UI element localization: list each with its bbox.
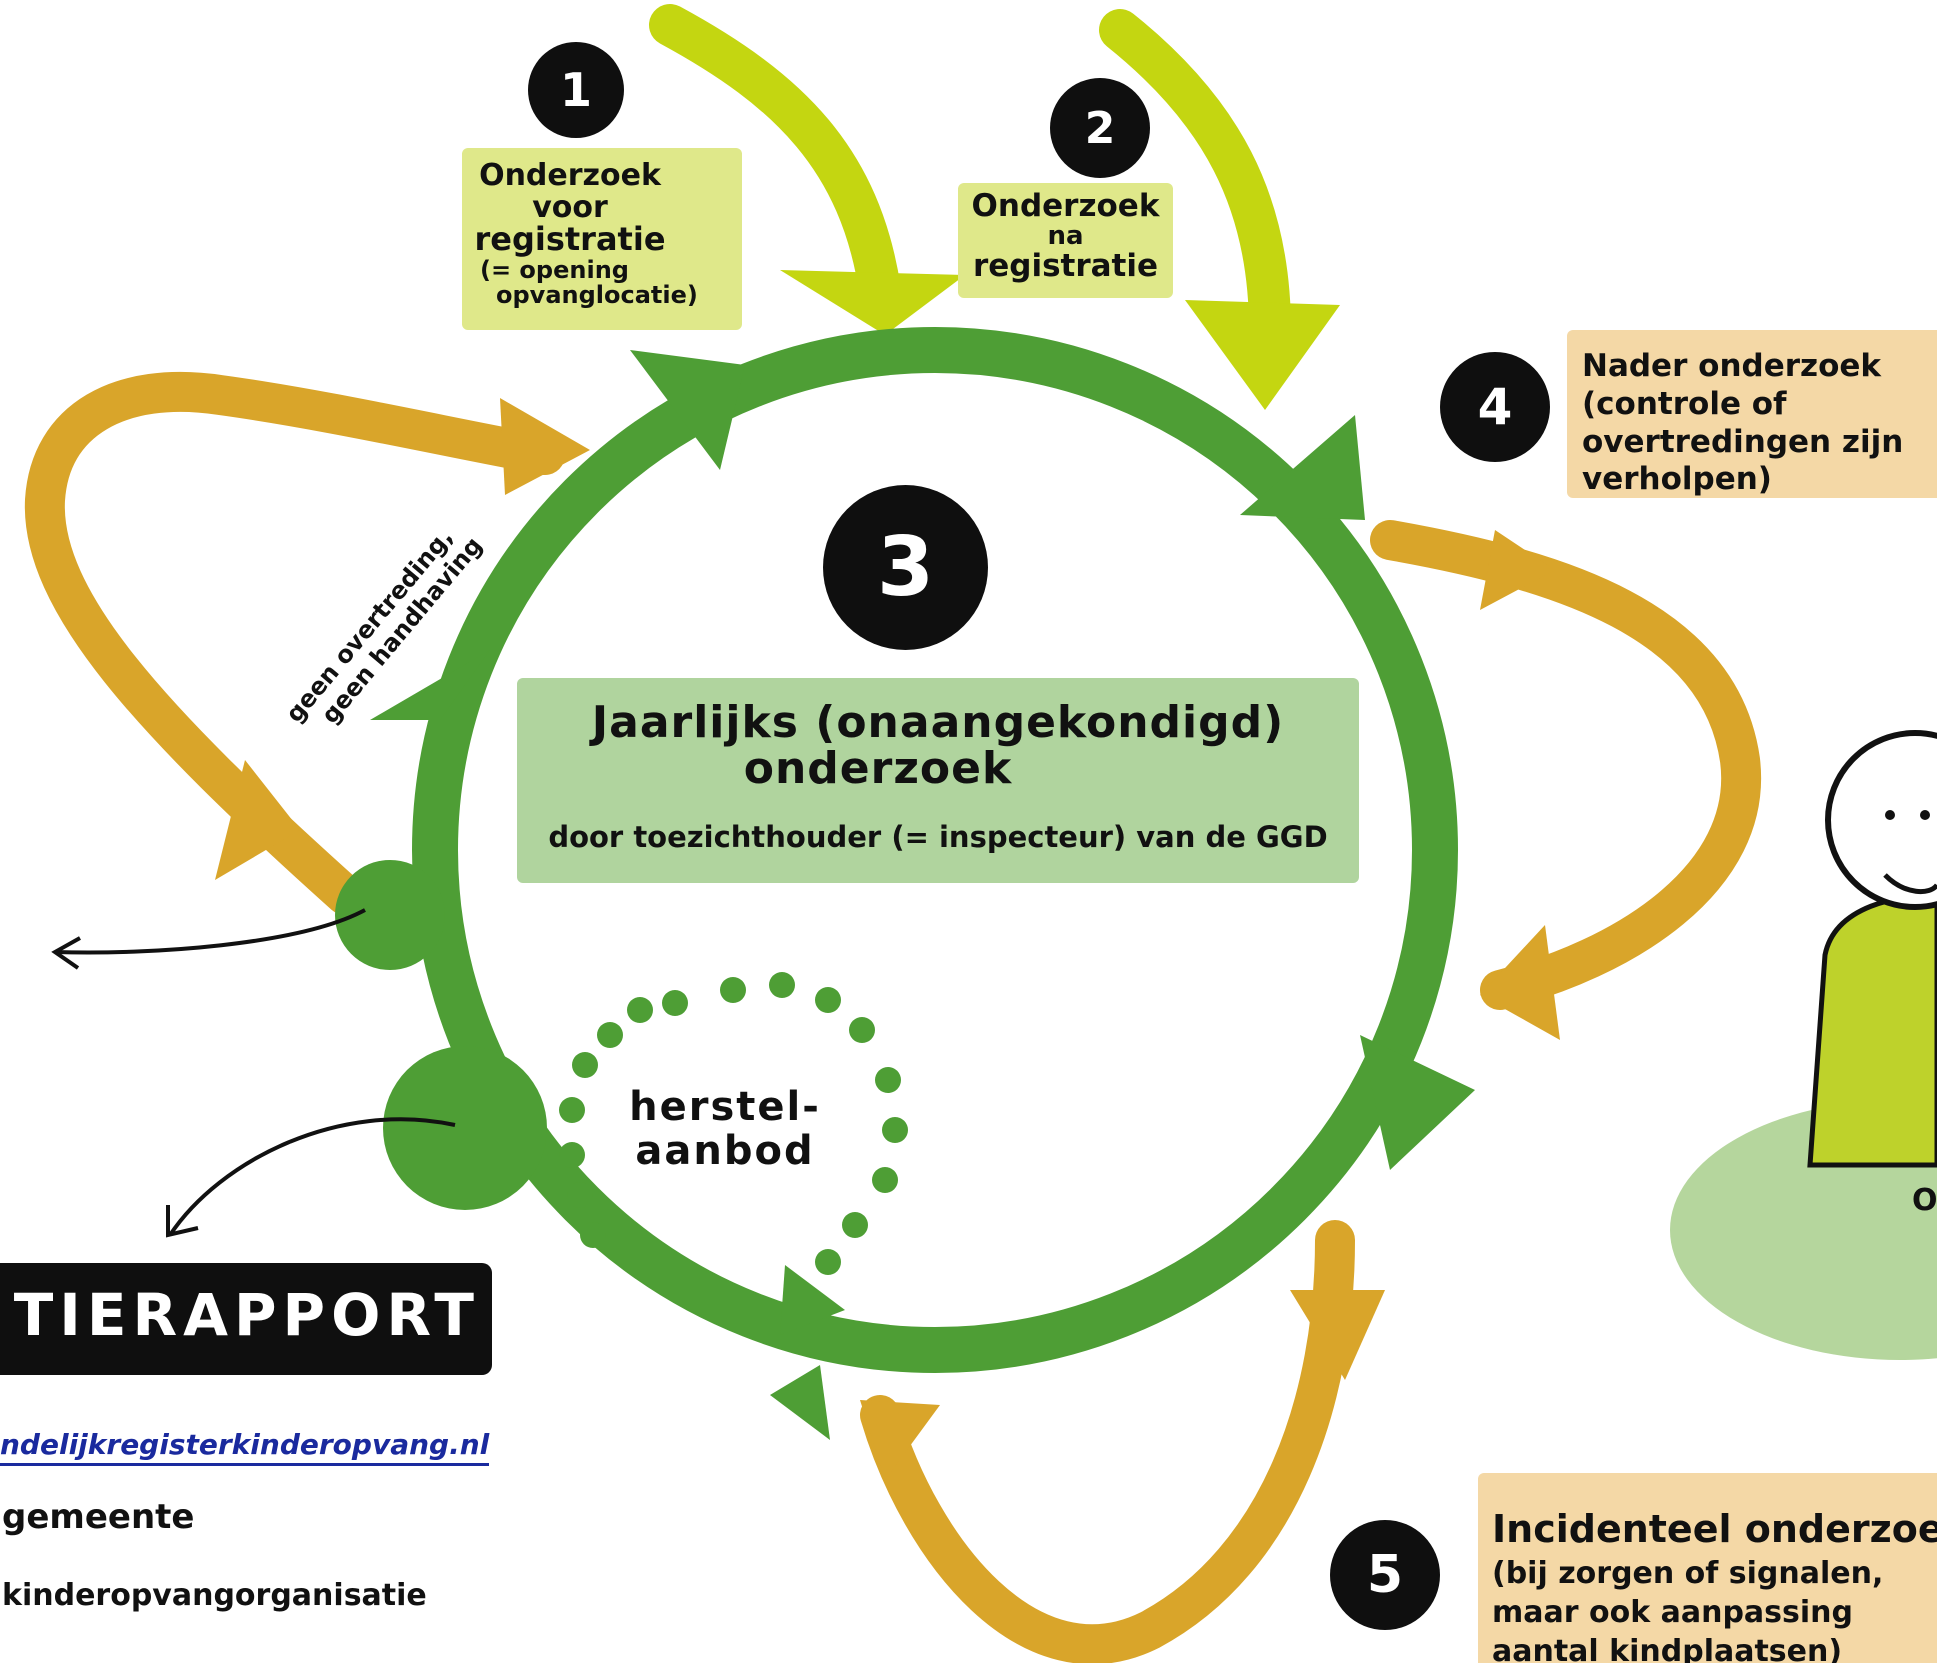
step-5-label: Incidenteel onderzoek (bij zorgen of sig…	[1492, 1505, 1937, 1663]
step-4-line-2: (controle of	[1582, 385, 1787, 422]
step-3-subtitle: door toezichthouder (= inspecteur) van d…	[548, 820, 1328, 854]
step-5-line-1: Incidenteel onderzoek	[1492, 1507, 1937, 1551]
cycle-arrowhead-top	[630, 350, 745, 470]
lime-arrowhead-2	[1185, 300, 1340, 410]
ochre-arrowhead-bottom-left	[860, 1400, 940, 1480]
connector-arrow-upper	[54, 908, 366, 955]
connector-arrow-lower	[168, 1117, 456, 1237]
cycle-arrowhead-right	[1360, 1035, 1475, 1170]
cycle-arrowhead-left	[370, 650, 490, 720]
step-1-sublabel: (= opening opvanglocatie)	[480, 256, 740, 310]
connector-arrowhead-lower	[166, 1205, 199, 1238]
herstel-dotted-loop	[559, 972, 908, 1275]
lime-arrow-1	[649, 4, 901, 311]
step-1-line-3: registratie	[474, 220, 666, 258]
ochre-arrowhead-left-bottom	[215, 760, 300, 880]
person-eye-right	[1920, 810, 1930, 820]
ochre-arrowhead-left-top	[500, 398, 590, 495]
ochre-loop-bottom	[860, 1220, 1355, 1663]
herstel-line-1: herstel-	[629, 1084, 821, 1130]
step-4-box	[1567, 330, 1937, 498]
step-2-label: Onderzoek na registratie	[958, 190, 1173, 282]
ochre-arrowhead-right-bottom	[1480, 925, 1560, 1040]
cycle-node-upper	[335, 860, 445, 970]
step-1-line-1: Onderzoek	[479, 158, 661, 193]
report-item-organisatie: kinderopvangorganisatie	[2, 1578, 427, 1613]
step-1-line-2: voor	[532, 189, 608, 225]
step-5-badge: 5	[1330, 1520, 1440, 1630]
cycle-arrowhead-top-right	[1240, 415, 1365, 520]
step-3-box	[517, 678, 1359, 883]
step-5-box	[1478, 1473, 1937, 1663]
report-link[interactable]: ndelijkregisterkinderopvang.nl	[0, 1428, 490, 1466]
lime-arrowhead-1	[780, 270, 965, 335]
connector-arrowhead-upper	[51, 936, 81, 970]
step-2-line-1: Onderzoek	[971, 188, 1160, 224]
person-body	[1807, 892, 1937, 1168]
step-4-badge: 4	[1440, 352, 1550, 462]
ochre-loop-left	[24, 371, 565, 915]
step-1-badge: 1	[528, 42, 624, 138]
report-banner	[0, 1263, 492, 1375]
cycle-ring	[412, 327, 1458, 1373]
step-4-line-3: overtredingen zijn	[1582, 423, 1904, 460]
step-3-title: Jaarlijks (onaangekondigd) onderzoek	[517, 697, 1359, 795]
step-1-box	[462, 148, 742, 330]
step-4-line-1: Nader onderzoek	[1582, 348, 1882, 384]
step-5-line-2: (bij zorgen of signalen,	[1492, 1556, 1884, 1592]
cycle-node-lower	[383, 1046, 547, 1210]
step-2-line-2: na	[1047, 220, 1084, 251]
ochre-arrowhead-bottom-right	[1290, 1290, 1385, 1380]
person-eye-left	[1885, 810, 1895, 820]
step-1-line-5: opvanglocatie)	[496, 281, 698, 310]
herstel-line-2: aanbod	[635, 1128, 815, 1174]
step-3-badge: 3	[823, 485, 988, 650]
step-4-label: Nader onderzoek (controle of overtreding…	[1582, 348, 1937, 499]
step-3-title-line-2: onderzoek	[743, 743, 1013, 795]
ochre-arrowhead-right-top	[1480, 530, 1555, 610]
person-smile	[1883, 873, 1937, 895]
cycle-arrowhead-bottom	[770, 1365, 830, 1440]
herstel-arrowhead	[780, 1265, 845, 1335]
lime-arrow-2	[1099, 9, 1291, 351]
step-5-line-3: maar ook aanpassing	[1492, 1595, 1853, 1631]
report-item-gemeente: gemeente	[2, 1497, 195, 1537]
step-4-line-4: verholpen)	[1582, 461, 1772, 498]
step-2-box	[958, 183, 1173, 298]
step-2-line-3: registratie	[972, 247, 1159, 284]
person-head	[1825, 730, 1937, 910]
report-banner-text: TIERAPPORT	[13, 1281, 480, 1349]
step-1-line-4: (= opening	[480, 256, 629, 284]
step-5-line-4: aantal kindplaatsen)	[1492, 1634, 1843, 1663]
herstel-label: herstel- aanbod	[620, 1085, 830, 1173]
person-label: O	[1912, 1183, 1937, 1218]
step-3-title-line-1: Jaarlijks (onaangekondigd)	[591, 697, 1285, 748]
step-2-badge: 2	[1050, 78, 1150, 178]
step-1-label: Onderzoek voor registratie	[470, 160, 670, 257]
